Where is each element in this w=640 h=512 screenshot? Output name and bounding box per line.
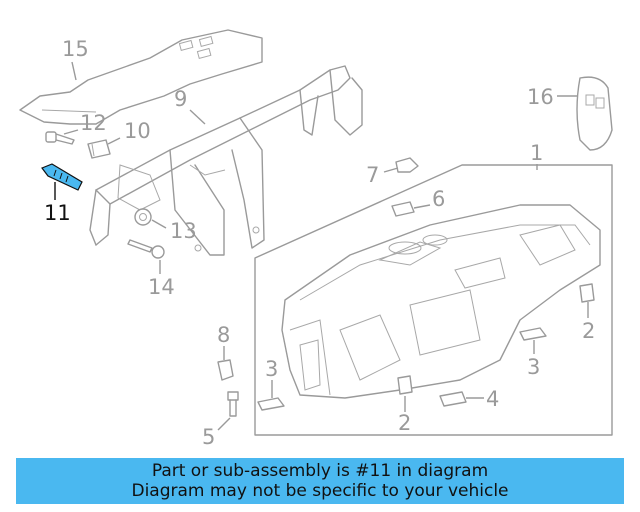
callout-11: 11 [44, 201, 71, 225]
callout-1: 1 [530, 141, 543, 165]
part-4-clip [439, 391, 467, 407]
part-1-dashboard-box [254, 164, 613, 436]
callout-7: 7 [366, 163, 379, 187]
banner-line-2: Diagram may not be specific to your vehi… [131, 481, 509, 501]
info-banner: Part or sub-assembly is #11 in diagram D… [16, 458, 624, 504]
leader-7 [383, 167, 399, 173]
callout-12: 12 [80, 111, 107, 135]
callout-13: 13 [170, 219, 197, 243]
leader-6 [413, 204, 431, 209]
part-14-bolt [127, 239, 165, 259]
part-12-bolt [45, 131, 75, 145]
callout-3b: 3 [527, 355, 540, 379]
part-1-dashboard [281, 204, 601, 399]
callout-16: 16 [527, 85, 554, 109]
leader-10 [107, 137, 121, 145]
part-8-clip [217, 359, 234, 381]
part-3-clip-b [519, 327, 547, 341]
leader-9 [189, 109, 206, 125]
part-2-clip-a [397, 375, 413, 395]
callout-5: 5 [202, 425, 215, 449]
callout-2b: 2 [582, 319, 595, 343]
callout-4: 4 [486, 387, 499, 411]
part-15-plate [19, 29, 263, 125]
parts-diagram: 15 9 12 10 16 1 7 6 11 13 14 8 3 2 3 4 2… [19, 29, 613, 449]
callout-14: 14 [148, 275, 175, 299]
banner-line-1: Part or sub-assembly is #11 in diagram [151, 461, 489, 481]
part-2-clip-b [579, 283, 595, 303]
leader-12 [63, 129, 79, 135]
part-7-clip [395, 157, 419, 173]
callout-2a: 2 [398, 411, 411, 435]
callout-8: 8 [217, 323, 230, 347]
part-16-cover [576, 76, 613, 151]
part-11-stud-bolt-highlighted [41, 163, 83, 191]
callout-3a: 3 [265, 357, 278, 381]
part-10-clip [87, 139, 111, 159]
leader-5 [217, 417, 231, 431]
callout-10: 10 [124, 119, 151, 143]
callout-6: 6 [432, 187, 445, 211]
leader-15 [71, 61, 77, 81]
part-13-nut [134, 208, 152, 226]
callout-9: 9 [174, 87, 187, 111]
part-5-bolt [227, 391, 239, 417]
part-9-crossbeam [89, 65, 363, 256]
part-3-clip-a [257, 397, 285, 411]
part-6-clip [391, 201, 415, 217]
callout-15: 15 [62, 37, 89, 61]
leader-13 [151, 219, 167, 229]
